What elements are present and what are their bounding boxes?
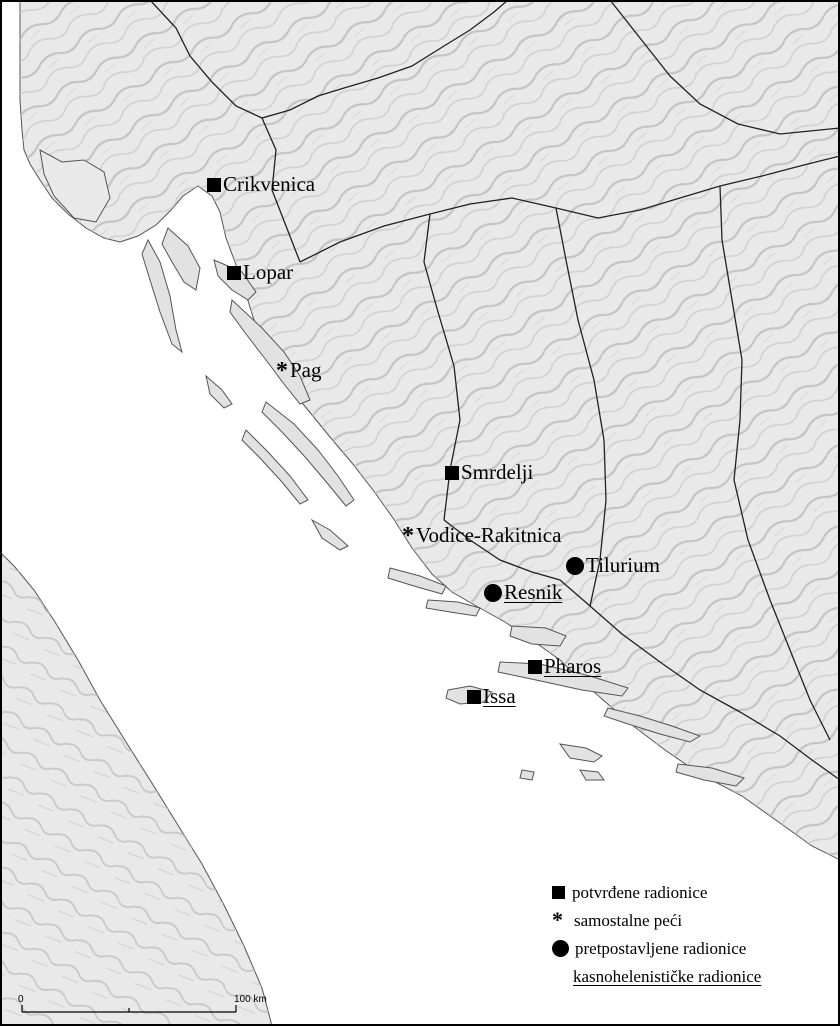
- legend-label: pretpostavljene radionice: [575, 938, 747, 958]
- borders: [149, 0, 840, 781]
- scale-start-label: 0: [18, 994, 24, 1005]
- site-crikvenica[interactable]: Crikvenica: [207, 174, 315, 195]
- legend-row-assumed: pretpostavljene radionice: [552, 934, 761, 962]
- site-label: Vodice-Rakitnica: [416, 523, 562, 547]
- site-lopar[interactable]: Lopar: [227, 262, 293, 283]
- asterisk-icon: *: [402, 522, 414, 549]
- legend-row-independent: * samostalne peći: [552, 906, 761, 934]
- legend-label: samostalne peći: [574, 910, 683, 930]
- circle-icon: [552, 939, 569, 957]
- site-pag[interactable]: * Pag: [276, 357, 322, 384]
- confirmed-workshop-marker: [207, 177, 221, 192]
- map-legend: potvrđene radionice * samostalne peći pr…: [552, 878, 761, 990]
- site-vodice-rakitnica[interactable]: * Vodice-Rakitnica: [402, 522, 562, 549]
- assumed-workshop-marker: [484, 583, 502, 602]
- legend-row-confirmed: potvrđene radionice: [552, 878, 761, 906]
- confirmed-workshop-marker: [528, 659, 542, 674]
- asterisk-icon: *: [552, 907, 563, 932]
- scale-bar: [21, 1005, 237, 1013]
- asterisk-icon: *: [276, 357, 288, 384]
- istria-coast: [39, 149, 111, 223]
- site-issa[interactable]: Issa: [467, 686, 516, 707]
- confirmed-workshop-marker: [467, 689, 481, 704]
- site-label: Resnik: [504, 580, 563, 604]
- site-label: Lopar: [243, 260, 294, 284]
- site-smrdelji[interactable]: Smrdelji: [445, 462, 533, 483]
- confirmed-workshop-marker: [227, 265, 241, 280]
- site-label: Pag: [290, 358, 322, 382]
- site-tilurium[interactable]: Tilurium: [566, 555, 660, 576]
- legend-label: kasnohelenističke radionice: [573, 966, 762, 986]
- site-label: Crikvenica: [223, 172, 316, 196]
- site-label: Tilurium: [586, 553, 660, 577]
- confirmed-workshop-marker: [445, 465, 459, 480]
- relief-italy: [0, 552, 272, 1026]
- legend-label: potvrđene radionice: [572, 882, 708, 902]
- site-pharos[interactable]: Pharos: [528, 656, 601, 677]
- scale-end-label: 100 km: [234, 994, 267, 1005]
- legend-row-late-hellenistic: kasnohelenističke radionice: [552, 962, 761, 990]
- relief-balkans: [20, 0, 840, 860]
- site-label: Smrdelji: [461, 460, 534, 484]
- square-icon: [552, 885, 565, 899]
- site-resnik[interactable]: Resnik: [484, 582, 562, 603]
- assumed-workshop-marker: [566, 556, 584, 575]
- site-label: Issa: [483, 684, 516, 708]
- site-label: Pharos: [544, 654, 602, 678]
